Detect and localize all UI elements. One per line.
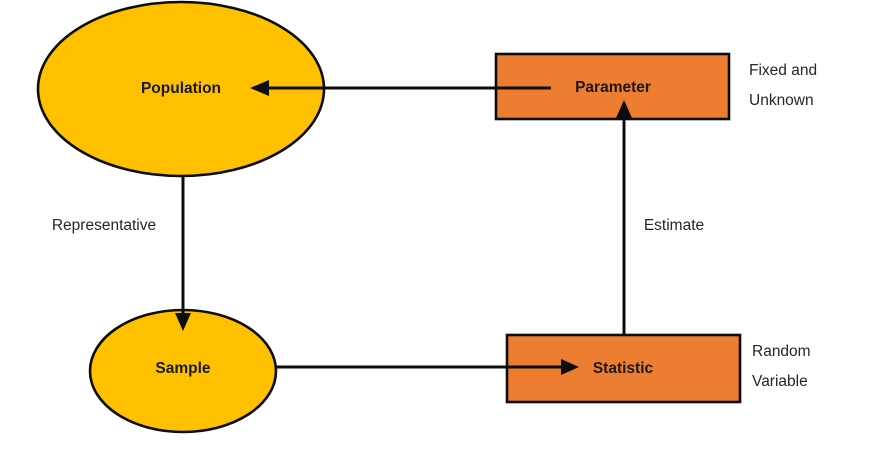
parameter-annotation-line2: Unknown bbox=[749, 92, 814, 109]
parameter-label: Parameter bbox=[575, 79, 651, 96]
population-label: Population bbox=[141, 80, 221, 97]
parameter-annotation: Fixed and Unknown bbox=[749, 62, 817, 109]
edge-label-estimate: Estimate bbox=[644, 217, 704, 234]
arrowhead-to-sample bbox=[175, 313, 191, 331]
arrowhead-to-statistic bbox=[561, 359, 579, 375]
statistic-annotation-line1: Random bbox=[752, 343, 811, 360]
parameter-annotation-line1: Fixed and bbox=[749, 62, 817, 79]
arrowhead-to-population bbox=[250, 80, 269, 96]
statistic-annotation: Random Variable bbox=[752, 343, 811, 390]
node-parameter[interactable] bbox=[494, 52, 731, 121]
parameter-rect-shape[interactable] bbox=[494, 52, 731, 121]
statistic-annotation-line2: Variable bbox=[752, 373, 808, 390]
sample-label: Sample bbox=[155, 360, 211, 377]
arrowhead-to-parameter bbox=[616, 100, 632, 118]
statistic-label: Statistic bbox=[593, 360, 654, 377]
edge-label-representative: Representative bbox=[52, 217, 156, 234]
